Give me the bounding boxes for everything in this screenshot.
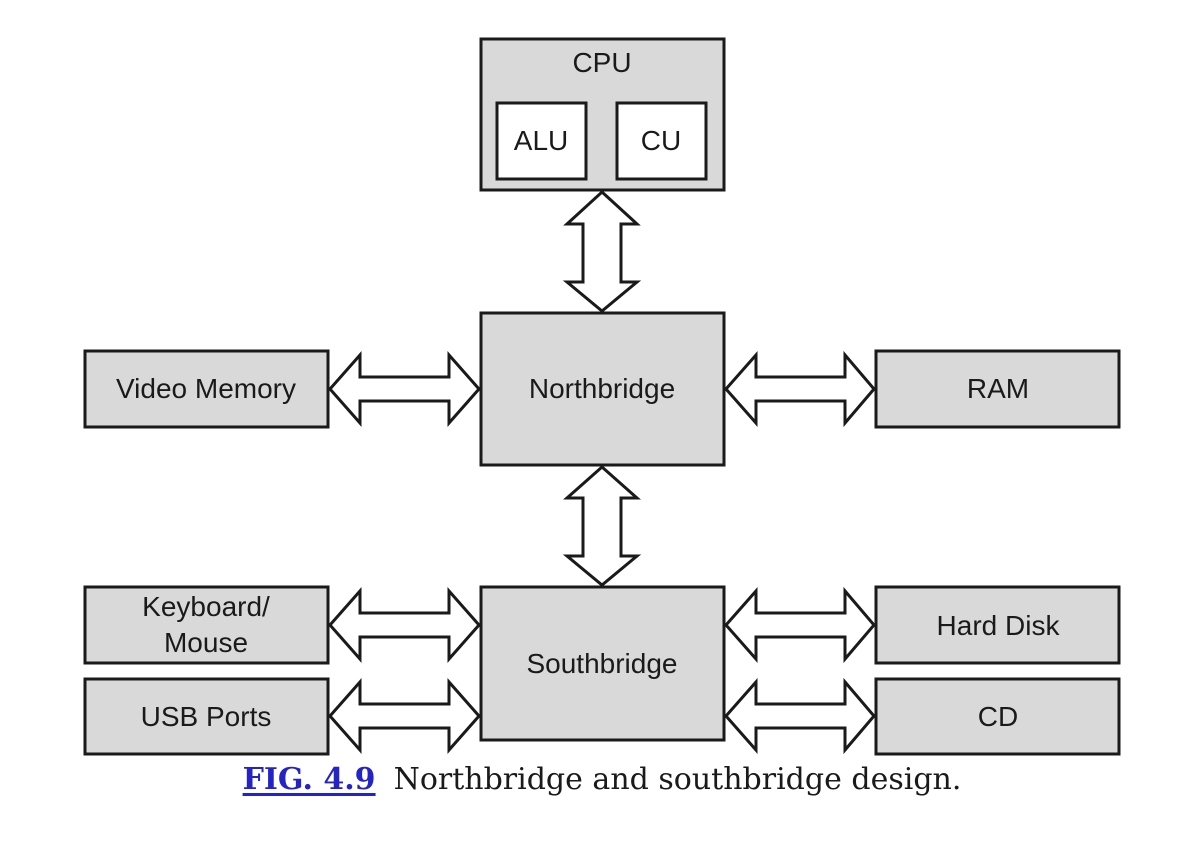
hard-disk-label: Hard Disk <box>937 610 1061 641</box>
architecture-diagram: CPU ALU CU Northbridge Southbridge Video… <box>83 37 1121 756</box>
southbridge-label: Southbridge <box>526 648 677 679</box>
video-memory-block: Video Memory <box>83 349 330 429</box>
ram-label: RAM <box>967 373 1029 404</box>
cpu-label: CPU <box>572 47 631 78</box>
southbridge-block: Southbridge <box>479 585 726 742</box>
cpu-northbridge-bus-arrow <box>562 189 642 313</box>
usb-ports-bus-arrow <box>327 678 482 754</box>
cu-box <box>615 101 708 181</box>
alu-box <box>495 101 588 181</box>
figure-reference-link[interactable]: FIG. 4.9 <box>242 762 376 797</box>
keyboard-mouse-block: Keyboard/ Mouse <box>83 585 330 665</box>
alu-label: ALU <box>514 125 568 156</box>
cd-label: CD <box>978 701 1018 732</box>
ram-bus-arrow <box>723 350 876 428</box>
keyboard-mouse-bus-arrow <box>327 587 482 663</box>
figure-caption: FIG. 4.9 Northbridge and southbridge desi… <box>0 762 1204 797</box>
cpu-block: CPU ALU CU <box>479 37 726 192</box>
video-memory-label: Video Memory <box>116 373 296 404</box>
hard-disk-bus-arrow <box>723 586 876 664</box>
hard-disk-block: Hard Disk <box>874 585 1121 665</box>
northbridge-block: Northbridge <box>479 311 726 467</box>
cd-bus-arrow <box>723 677 876 755</box>
cu-label: CU <box>641 125 681 156</box>
caption-text: Northbridge and southbridge design. <box>393 762 962 797</box>
hard-disk-box <box>874 585 1121 665</box>
keyboard-mouse-label-line2: Mouse <box>164 627 248 658</box>
cd-block: CD <box>874 677 1121 756</box>
ram-block: RAM <box>874 349 1121 429</box>
cd-box <box>874 677 1121 756</box>
keyboard-mouse-box <box>83 585 330 665</box>
keyboard-mouse-label-line1: Keyboard/ <box>142 591 270 622</box>
usb-ports-block: USB Ports <box>83 677 330 756</box>
usb-ports-label: USB Ports <box>141 701 272 732</box>
southbridge-box <box>479 585 726 742</box>
northbridge-southbridge-bus-arrow <box>562 464 642 587</box>
video-memory-bus-arrow <box>327 351 482 427</box>
ram-box <box>874 349 1121 429</box>
video-memory-box <box>83 349 330 429</box>
northbridge-box <box>479 311 726 467</box>
northbridge-label: Northbridge <box>529 373 675 404</box>
usb-ports-box <box>83 677 330 756</box>
